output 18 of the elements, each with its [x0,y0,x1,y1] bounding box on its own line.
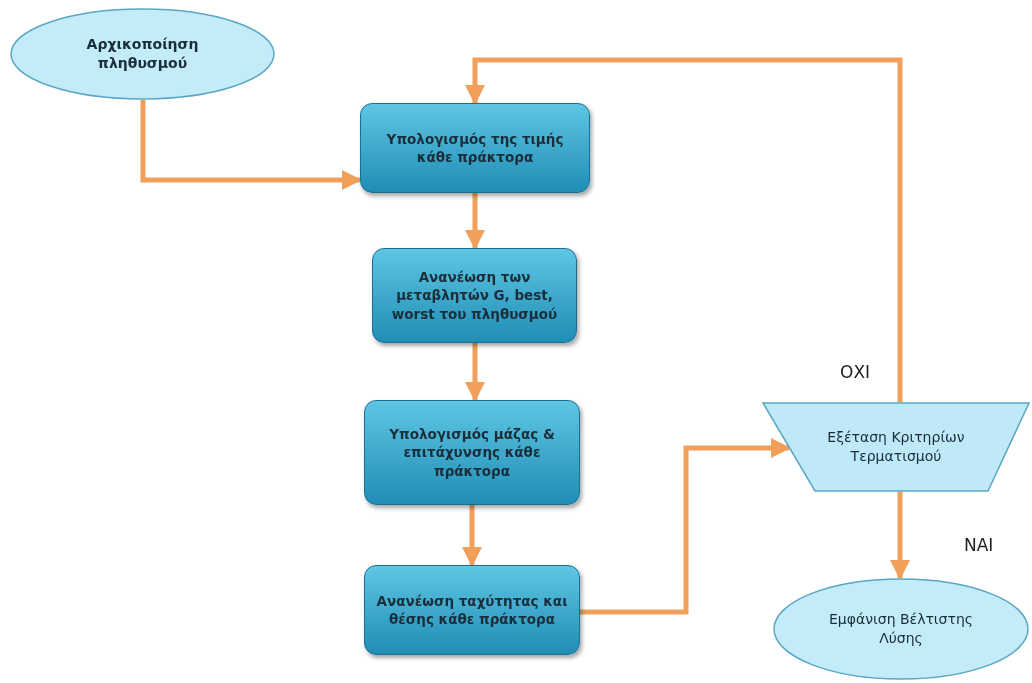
process-box [360,103,590,193]
node-text: Αρχικοποίηση πληθυσμού [85,35,200,73]
node-text: Ανανέωση ταχύτητας και θέσης κάθε πράκτορα [375,591,569,629]
process-box [372,248,577,343]
arrow [465,343,485,402]
node-text: Ανανέωση των μεταβλητών G, best, worst του πληθυσμού [390,268,559,323]
node-text: Εμφάνιση Βέλτιστης Λύσης [828,610,974,648]
process-box [364,565,580,655]
node-text: Υπολογισμός μάζας & επιτάχυνσης κάθε πράκτορα [388,425,556,480]
node-text: Εξέταση Κριτηρίων Τερματισμού [826,428,966,466]
process-box [364,400,580,505]
arrow [140,100,362,190]
arrow [465,57,903,402]
arrow [890,492,910,580]
arrow [462,505,482,567]
arrow [465,193,485,250]
arrow [580,438,791,615]
node-text: Υπολογισμός της τιμής κάθε πράκτορα [385,129,565,167]
